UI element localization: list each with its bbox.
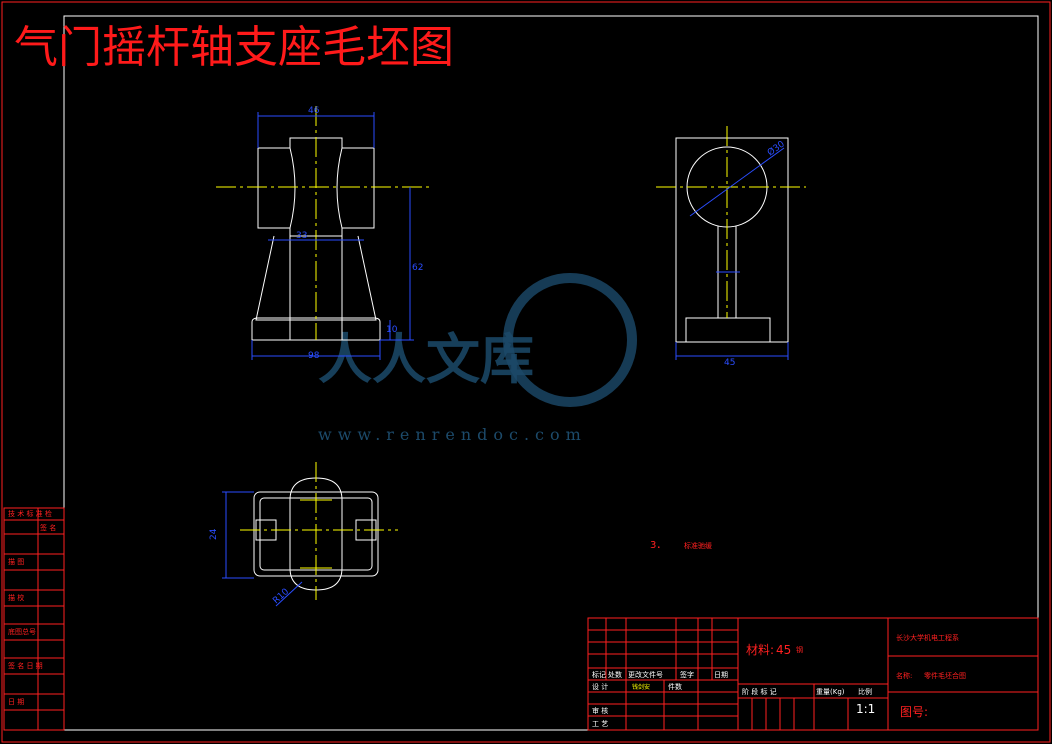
tb-weight-label: 重量(Kg) xyxy=(816,688,845,696)
dim-front-inner-width: 33 xyxy=(296,231,307,241)
top-centerlines xyxy=(240,462,398,600)
tb-name-value: 零件毛坯合图 xyxy=(924,671,966,680)
front-dimensions xyxy=(251,112,414,360)
top-dimensions xyxy=(222,491,303,607)
drawing-title: 气门摇杆轴支座毛坯图 xyxy=(14,22,454,73)
side-centerlines xyxy=(656,126,806,318)
left-strip-label-1: 描 图 xyxy=(8,557,24,566)
dim-top-radius: R10 xyxy=(271,587,291,606)
watermark-url: www.renrendoc.com xyxy=(318,425,587,444)
tb-count-label: 件数 xyxy=(668,682,682,691)
front-view xyxy=(251,137,381,341)
tb-col-label-0: 标记 xyxy=(592,670,606,679)
front-centerlines xyxy=(216,106,430,340)
dim-front-base-height: 10 xyxy=(386,325,398,335)
left-strip-label-0: 技 术 标 准 检 xyxy=(8,509,52,518)
tb-material-label: 材料: xyxy=(746,643,774,657)
left-strip-label-3: 底图总号 xyxy=(8,627,36,636)
tb-row-label-1: 审 核 xyxy=(592,706,608,715)
dim-top-height: 24 xyxy=(209,528,219,540)
side-view xyxy=(675,137,789,343)
left-strip-label-6: 签 名 xyxy=(40,523,56,532)
dim-front-height: 62 xyxy=(412,263,423,273)
tb-scale-label: 比例 xyxy=(858,687,872,696)
dim-side-width: 45 xyxy=(724,358,735,368)
title-block xyxy=(587,617,1039,731)
side-dimensions xyxy=(675,147,789,360)
left-strip-label-5: 日 期 xyxy=(8,698,24,706)
dim-front-bottom-width: 98 xyxy=(308,351,320,361)
tb-col-label-4: 日期 xyxy=(714,671,728,679)
tb-designer: 钱剑安 xyxy=(632,683,650,691)
tb-col-label-2: 更改文件号 xyxy=(628,670,663,679)
tech-note-text: 标准驰缓 xyxy=(684,541,712,550)
left-strip xyxy=(3,507,65,731)
watermark: 人人文库 www.renrendoc.com xyxy=(318,273,637,444)
tb-row-label-0: 设 计 xyxy=(592,682,608,691)
tb-col-label-1: 处数 xyxy=(608,670,622,679)
tb-material-value: 45 xyxy=(776,643,791,657)
tb-scale-value: 1:1 xyxy=(856,702,875,716)
watermark-text: 人人文库 xyxy=(318,328,534,391)
dim-front-top-width: 46 xyxy=(308,106,320,116)
tb-material-suffix: 钢 xyxy=(796,645,803,654)
left-strip-label-2: 描 校 xyxy=(8,593,24,602)
dim-side-diameter: Ø30 xyxy=(765,138,787,158)
tb-drawing-no-label: 图号: xyxy=(900,705,928,719)
left-strip-label-4: 签 名 日 期 xyxy=(8,661,43,670)
inner-frame xyxy=(63,15,1039,731)
tb-name-label: 名称: xyxy=(896,671,912,680)
tb-row-label-2: 工 艺 xyxy=(592,720,608,728)
tech-note-number: 3． xyxy=(650,540,666,551)
tb-school: 长沙大学机电工程系 xyxy=(896,633,959,642)
tb-col-label-3: 签字 xyxy=(680,670,694,679)
tb-stage-label: 阶 段 标 记 xyxy=(742,687,777,696)
